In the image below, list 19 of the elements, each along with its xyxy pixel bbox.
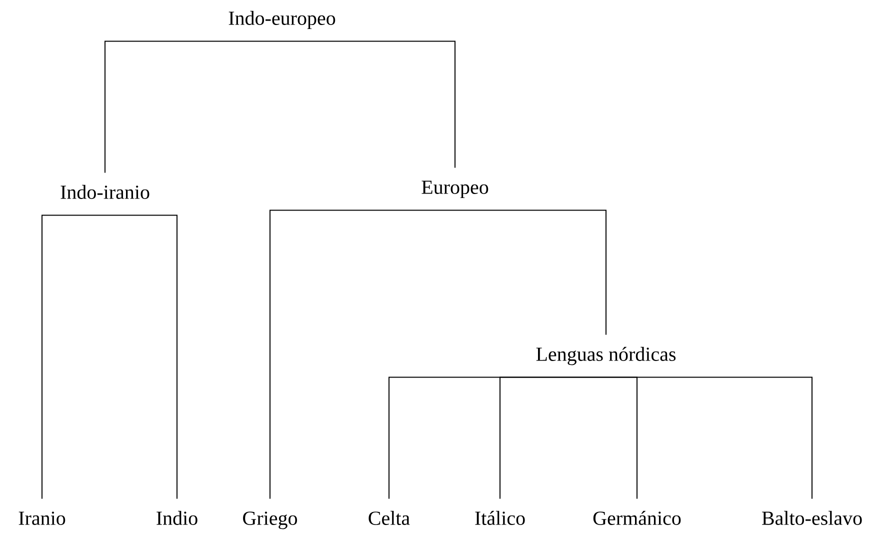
tree-label: Indo-iranio bbox=[60, 184, 150, 199]
tree-branch bbox=[270, 210, 456, 500]
tree-label: Celta bbox=[368, 510, 410, 525]
tree-label: Lenguas nórdicas bbox=[536, 346, 676, 366]
tree-label: Europeo bbox=[422, 180, 488, 198]
tree-branch bbox=[454, 210, 606, 336]
tree-branch bbox=[282, 40, 456, 168]
tree-branch bbox=[104, 214, 178, 500]
tree-branch bbox=[104, 40, 282, 174]
tree-label: Indio bbox=[156, 510, 198, 525]
tree-branch bbox=[606, 376, 812, 500]
tree-label: Itálico bbox=[475, 510, 525, 525]
tree-label: Iranio bbox=[18, 512, 66, 525]
tree-label: Balto-eslavo bbox=[762, 510, 862, 525]
tree-label: Indo-europeo bbox=[228, 10, 336, 30]
tree-branch bbox=[42, 214, 106, 500]
tree-label: Griego bbox=[243, 512, 297, 530]
tree-label: Germánico bbox=[593, 510, 681, 525]
tree-branch bbox=[500, 376, 606, 500]
